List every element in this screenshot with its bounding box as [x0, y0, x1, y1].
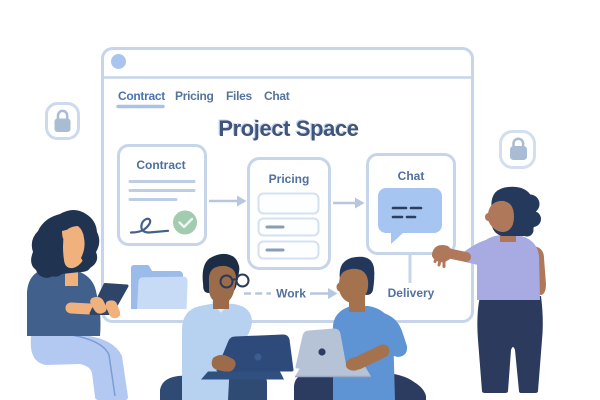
svg-text:Chat: Chat [264, 89, 290, 103]
svg-text:Contract: Contract [118, 89, 165, 103]
svg-text:Chat: Chat [398, 169, 425, 183]
svg-text:Files: Files [226, 89, 252, 103]
svg-text:Project Space: Project Space [218, 116, 358, 141]
svg-text:Pricing: Pricing [175, 89, 214, 103]
svg-text:Delivery: Delivery [388, 286, 435, 300]
svg-text:Work: Work [276, 287, 306, 301]
svg-text:Pricing: Pricing [269, 172, 310, 186]
svg-text:Project Space: Project Space [217, 115, 357, 140]
svg-text:Contract: Contract [136, 158, 185, 172]
